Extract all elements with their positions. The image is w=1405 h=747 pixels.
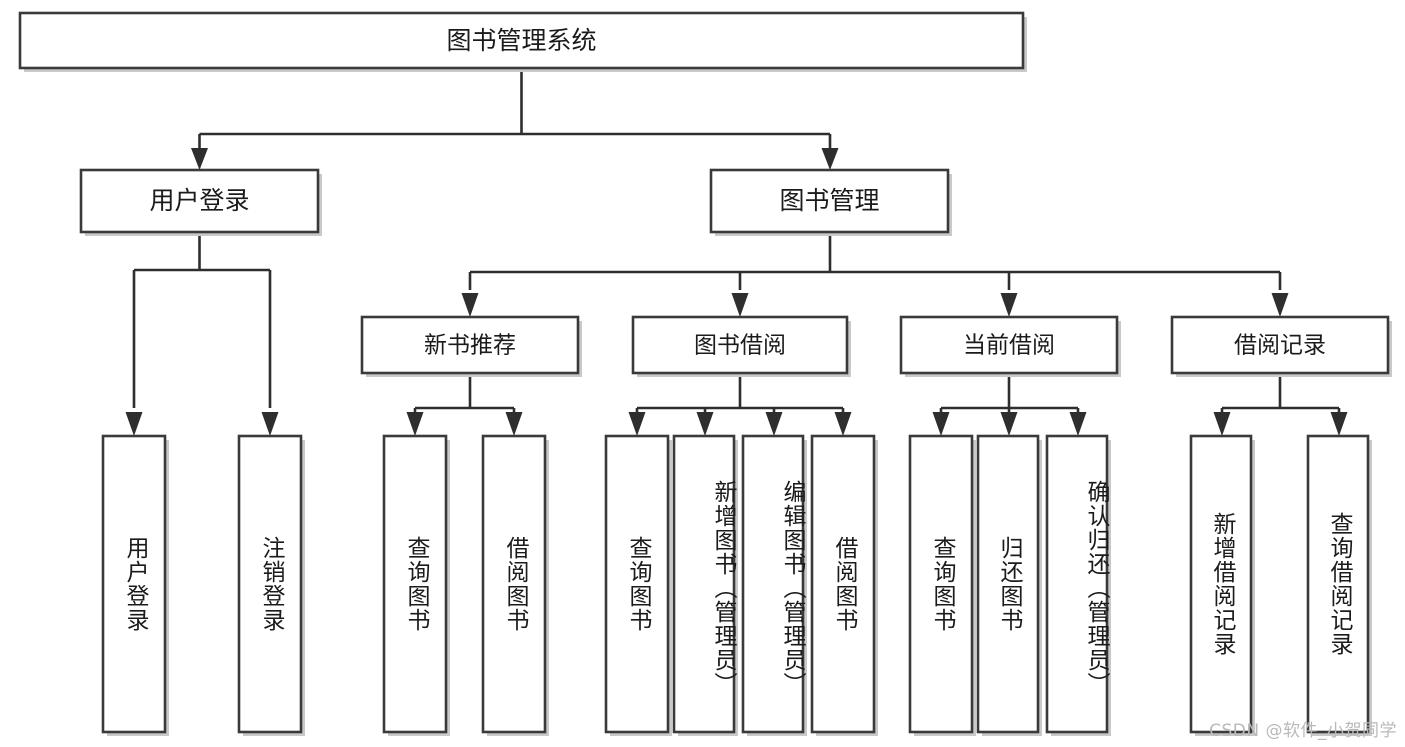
node-book-manage-label: 图书管理 <box>779 186 879 215</box>
arrow-to-leaf-query-record <box>1330 412 1348 436</box>
arrow-to-leaf-confirm-return <box>1069 412 1087 436</box>
arrow-to-leaf-query-book-1 <box>406 412 424 436</box>
leafbox-query-record[interactable] <box>1306 434 1372 736</box>
edge-currentborrow-bus <box>939 373 1080 414</box>
leafbox-borrow-book-2[interactable] <box>810 434 878 736</box>
edge-root-bus <box>198 68 832 156</box>
node-book-borrow[interactable]: 图书借阅 <box>631 315 851 377</box>
arrow-to-leaf-add-record <box>1213 412 1231 436</box>
leafbox-borrow-book-1[interactable] <box>481 434 549 736</box>
arrow-to-leaf-borrow-book-2 <box>834 412 852 436</box>
node-borrow-record-label: 借阅记录 <box>1234 333 1326 359</box>
node-book-manage[interactable]: 图书管理 <box>709 168 952 236</box>
leafbox-return-book[interactable] <box>976 434 1042 736</box>
node-book-borrow-label: 图书借阅 <box>694 333 786 359</box>
arrow-to-leaf-logout-login <box>261 412 279 436</box>
arrow-to-borrow-record <box>1271 293 1289 317</box>
leafbox-user-login[interactable] <box>101 434 169 736</box>
node-root[interactable]: 图书管理系统 <box>18 11 1027 72</box>
arrow-to-user-login <box>191 148 208 170</box>
edge-bookborrow-bus <box>635 373 845 414</box>
leafbox-logout-login[interactable] <box>237 434 305 736</box>
node-new-book-recommend-label: 新书推荐 <box>424 333 516 359</box>
node-current-borrow-label: 当前借阅 <box>963 333 1055 359</box>
leafbox-edit-book[interactable] <box>741 434 807 736</box>
node-new-book-recommend[interactable]: 新书推荐 <box>360 315 582 377</box>
node-root-label: 图书管理系统 <box>446 26 596 55</box>
node-user-login-label: 用户登录 <box>149 186 249 215</box>
edge-newbook-bus <box>413 373 516 414</box>
edge-userlogin-bus <box>132 232 272 408</box>
leafbox-query-book-2[interactable] <box>604 434 672 736</box>
connector-layer <box>125 68 1348 436</box>
arrow-to-leaf-borrow-book-1 <box>505 412 523 436</box>
leafbox-add-record[interactable] <box>1189 434 1255 736</box>
leaf-box-layer <box>101 434 1372 736</box>
arrow-to-leaf-user-login <box>125 412 143 436</box>
node-user-login[interactable]: 用户登录 <box>79 168 322 236</box>
leafbox-add-book[interactable] <box>672 434 738 736</box>
watermark-text: CSDN @软件_小贺同学 <box>1209 721 1397 741</box>
arrow-to-leaf-edit-book <box>765 412 783 436</box>
arrow-to-book-manage <box>821 148 839 170</box>
arrow-to-current-borrow <box>1000 293 1018 317</box>
edge-borrowrecord-bus <box>1220 373 1341 414</box>
arrow-to-book-borrow <box>731 293 749 317</box>
leafbox-confirm-return[interactable] <box>1045 434 1111 736</box>
arrow-to-leaf-query-book-3 <box>932 412 950 436</box>
leafbox-query-book-3[interactable] <box>908 434 976 736</box>
edge-bookmanage-bus <box>468 232 1282 290</box>
arrow-to-new-book-recommend <box>461 293 479 317</box>
arrow-to-leaf-return-book <box>1000 412 1018 436</box>
leafbox-query-book-1[interactable] <box>382 434 450 736</box>
arrow-to-leaf-add-book <box>696 412 714 436</box>
node-current-borrow[interactable]: 当前借阅 <box>899 315 1121 377</box>
node-borrow-record[interactable]: 借阅记录 <box>1170 315 1392 377</box>
arrow-to-leaf-query-book-2 <box>628 412 646 436</box>
